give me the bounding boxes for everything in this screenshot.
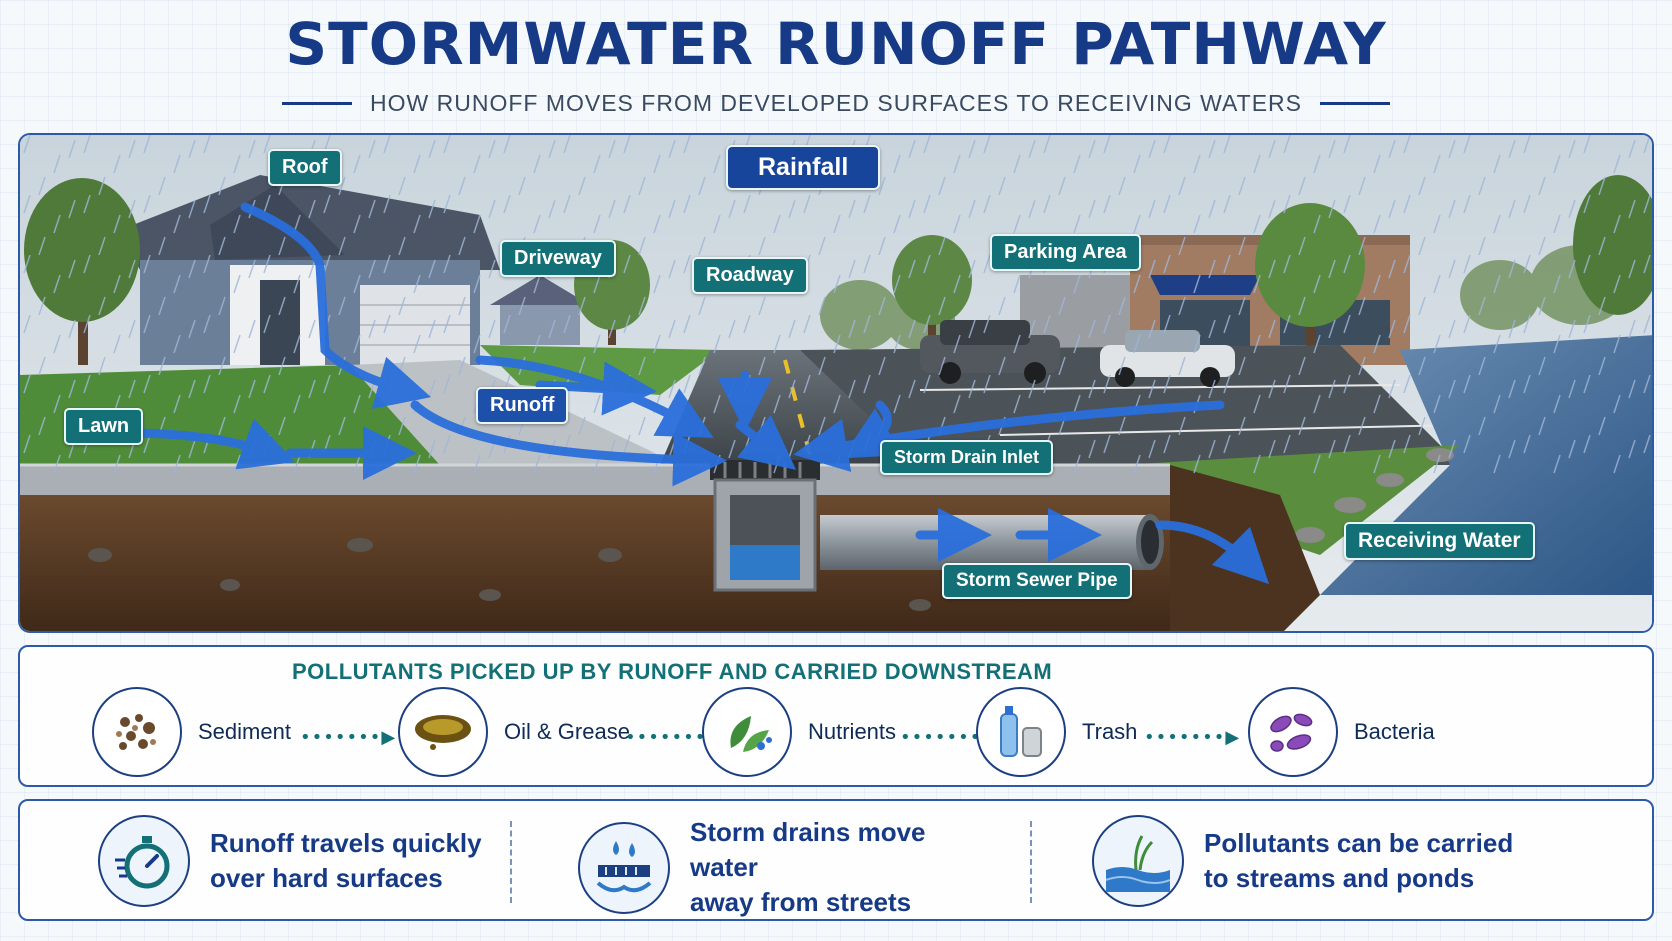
nutrients-icon: [702, 687, 792, 777]
flow-arrow-3: •••••••▶: [900, 727, 997, 748]
flow-arrow-1: •••••••▶: [300, 727, 397, 748]
fact-line-2: away from streets: [690, 887, 912, 917]
flow-arrow-2: •••••••▶: [625, 727, 722, 748]
pollutant-sediment: Sediment: [92, 687, 291, 777]
sediment-icon: [92, 687, 182, 777]
fact-line-2: over hard surfaces: [210, 863, 443, 893]
oil-grease-icon: [398, 687, 488, 777]
trash-icon: [976, 687, 1066, 777]
label-storm-sewer-pipe: Storm Sewer Pipe: [942, 563, 1132, 599]
page-title: STORMWATER RUNOFF PATHWAY: [285, 10, 1387, 78]
label-parking-area: Parking Area: [990, 234, 1141, 271]
pollutant-bacteria: Bacteria: [1248, 687, 1435, 777]
runoff-scene-illustration: [20, 135, 1652, 631]
fact-divider-1: [510, 821, 512, 903]
bacteria-icon: [1248, 687, 1338, 777]
pollutant-label: Trash: [1082, 719, 1138, 744]
label-lawn: Lawn: [64, 408, 144, 445]
fact-line-1: Pollutants can be carried: [1204, 828, 1514, 858]
runoff-scene-panel: Rainfall Roof Driveway Roadway Parking A…: [18, 133, 1654, 633]
pollutants-title: POLLUTANTS PICKED UP BY RUNOFF AND CARRI…: [292, 659, 1053, 684]
pollutants-panel: POLLUTANTS PICKED UP BY RUNOFF AND CARRI…: [18, 645, 1654, 787]
subtitle-rule-right: [1319, 102, 1390, 105]
label-roof: Roof: [268, 149, 342, 186]
pollutant-oil-grease: Oil & Grease: [398, 687, 630, 777]
fact-pollutants-carried: Pollutants can be carried to streams and…: [1092, 815, 1524, 907]
fact-text: Runoff travels quickly over hard surface…: [210, 826, 510, 896]
pollutant-nutrients: Nutrients: [702, 687, 896, 777]
label-storm-drain-inlet: Storm Drain Inlet: [880, 440, 1054, 475]
pollutant-label: Nutrients: [808, 719, 897, 744]
fact-line-1: Runoff travels quickly: [210, 828, 482, 858]
key-facts-panel: Runoff travels quickly over hard surface…: [18, 799, 1654, 921]
fact-text: Storm drains move water away from street…: [690, 815, 1000, 920]
pollutant-label: Oil & Grease: [504, 719, 630, 744]
label-receiving-water: Receiving Water: [1344, 522, 1535, 560]
pond-icon: [1092, 815, 1184, 907]
label-roadway: Roadway: [692, 257, 808, 294]
subtitle-row: HOW RUNOFF MOVES FROM DEVELOPED SURFACES…: [0, 90, 1672, 117]
label-driveway: Driveway: [500, 240, 616, 277]
label-runoff: Runoff: [476, 387, 569, 424]
fact-text: Pollutants can be carried to streams and…: [1204, 826, 1524, 896]
subtitle-rule-left: [282, 102, 353, 105]
fact-divider-2: [1030, 821, 1032, 903]
page-subtitle: HOW RUNOFF MOVES FROM DEVELOPED SURFACES…: [370, 90, 1302, 116]
storm-drain-icon: [578, 821, 670, 914]
fact-storm-drains: Storm drains move water away from street…: [578, 815, 1000, 920]
pollutant-label: Sediment: [198, 719, 291, 744]
pollutant-label: Bacteria: [1354, 719, 1435, 744]
pollutant-trash: Trash: [976, 687, 1137, 777]
fact-runoff-speed: Runoff travels quickly over hard surface…: [98, 815, 510, 907]
fact-line-2: to streams and ponds: [1204, 863, 1475, 893]
flow-arrow-4: •••••••▶: [1144, 727, 1241, 748]
fact-line-1: Storm drains move water: [690, 817, 926, 882]
stopwatch-icon: [98, 815, 190, 907]
label-rainfall: Rainfall: [726, 145, 881, 190]
